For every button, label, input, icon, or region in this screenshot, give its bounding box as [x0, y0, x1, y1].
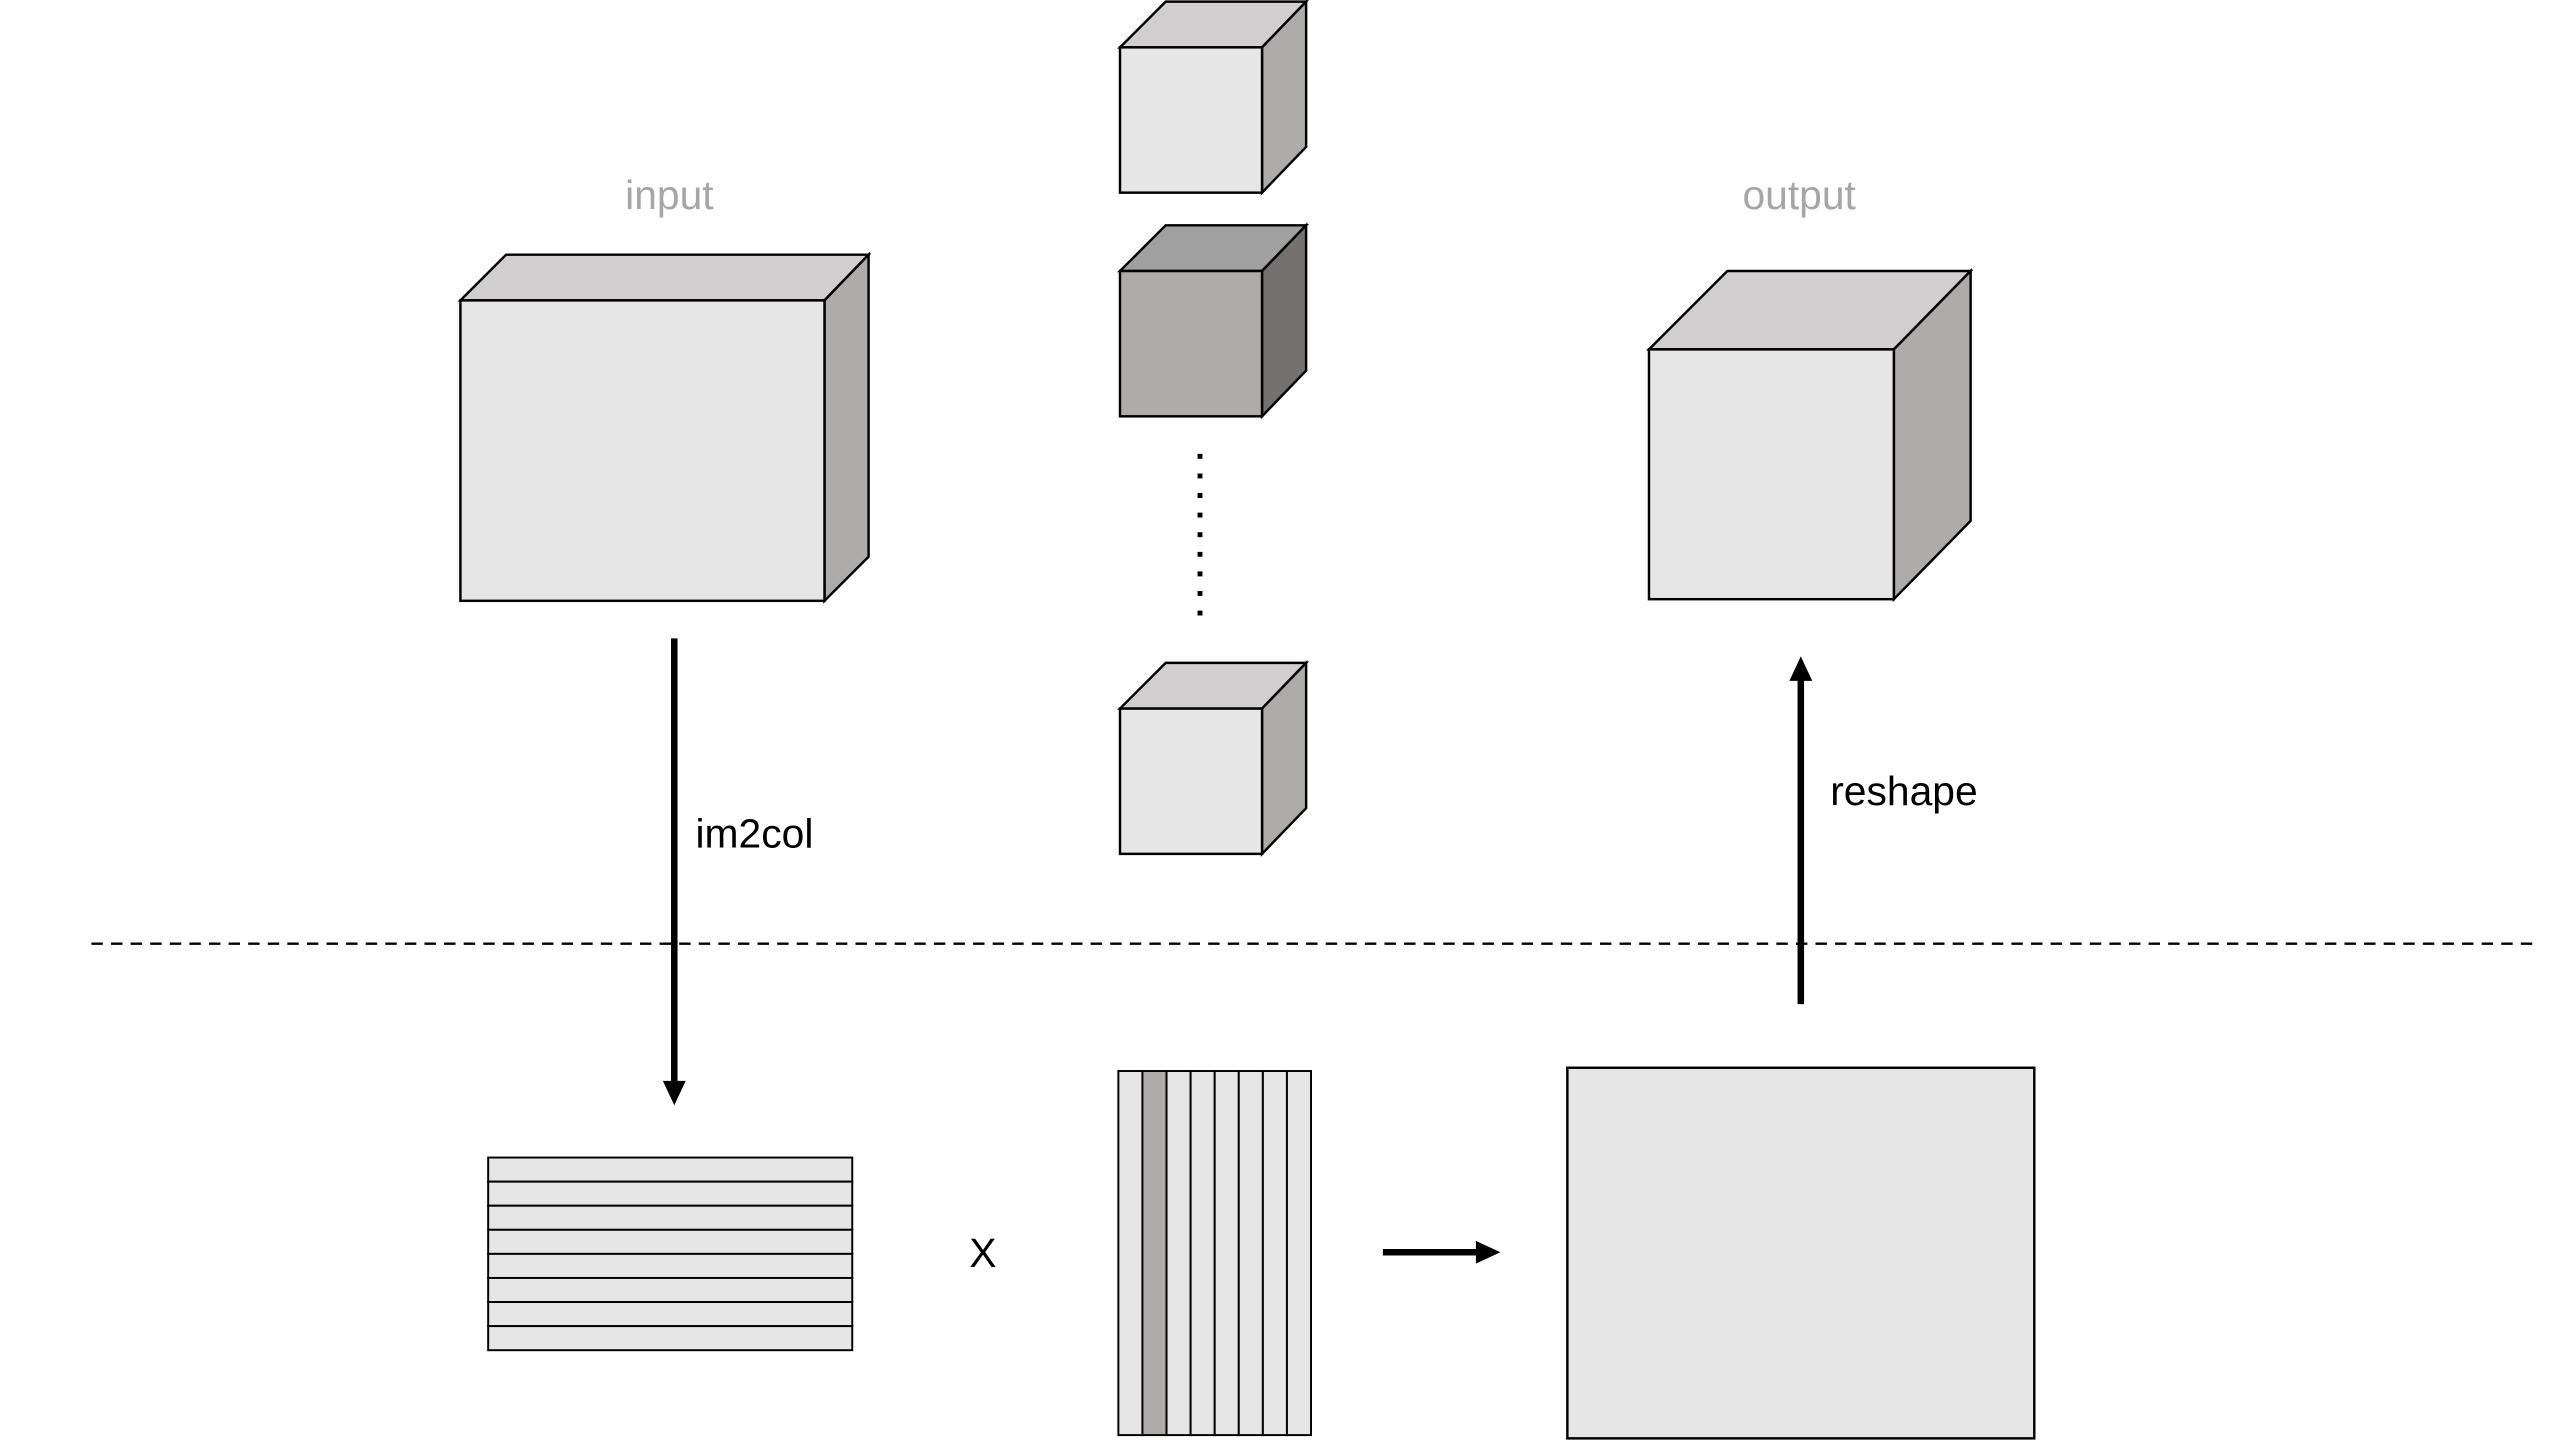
filter-cube-2-highlighted — [1117, 222, 1310, 420]
input-matrix-row — [487, 1301, 854, 1328]
input-label: input — [625, 172, 714, 218]
filter-cube-3-front-face — [1118, 707, 1264, 856]
input-matrix-row — [487, 1325, 854, 1352]
filter-matrix-column — [1237, 1070, 1264, 1437]
input-matrix-row — [487, 1204, 854, 1231]
input-cube — [457, 251, 872, 604]
filter-matrix-column — [1213, 1070, 1240, 1437]
filter-cube-1-front-face — [1118, 46, 1264, 194]
input-matrix-row — [487, 1228, 854, 1255]
result-arrowhead — [1475, 1240, 1501, 1264]
filter-matrix-column — [1165, 1070, 1192, 1437]
input-matrix-row — [487, 1252, 854, 1279]
filter-matrix-column — [1189, 1070, 1216, 1437]
filter-matrix-column — [1117, 1070, 1144, 1437]
input-matrix-row — [487, 1276, 854, 1304]
output-label: output — [1742, 172, 1856, 218]
im2col-label: im2col — [696, 810, 814, 856]
filter-cube-2-front-face — [1118, 269, 1264, 418]
input-matrix-row — [487, 1180, 854, 1207]
multiply-sign: X — [969, 1230, 996, 1276]
input-cube-top-face — [457, 253, 872, 302]
filter-matrix-column — [1261, 1070, 1288, 1437]
filter-cube-1 — [1117, 0, 1310, 196]
reshape-label: reshape — [1830, 768, 1977, 814]
input-cube-side-face — [823, 251, 870, 604]
input-matrix — [487, 1156, 854, 1352]
output-cube — [1646, 268, 1974, 603]
output-matrix — [1566, 1066, 2036, 1440]
filter-matrix — [1117, 1070, 1312, 1437]
input-matrix-row — [487, 1156, 854, 1183]
filter-matrix-column-highlighted — [1141, 1070, 1168, 1437]
input-cube-front-face — [459, 299, 826, 603]
reshape-arrowhead — [1789, 656, 1813, 681]
filter-matrix-column — [1285, 1070, 1312, 1437]
im2col-arrowhead — [662, 1080, 686, 1106]
filter-cube-3 — [1117, 659, 1310, 857]
output-cube-front-face — [1647, 348, 1896, 601]
